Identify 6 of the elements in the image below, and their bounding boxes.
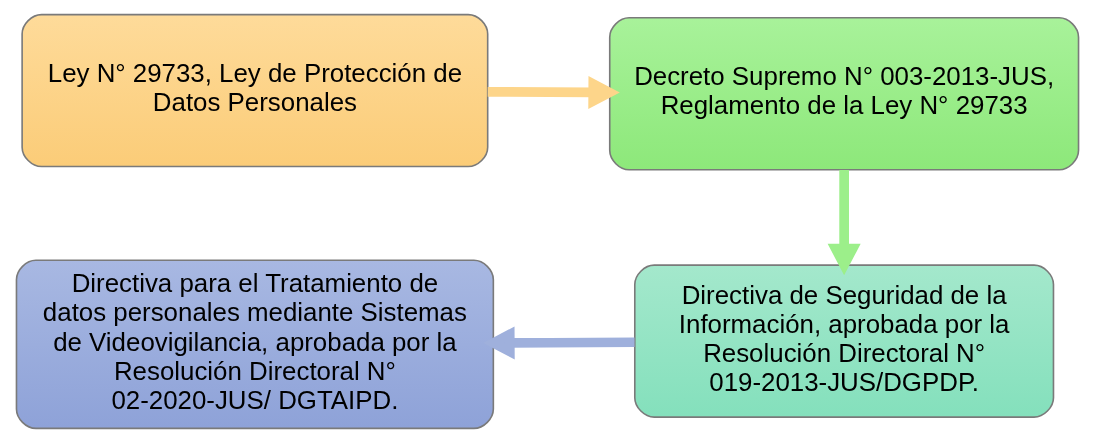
- arrow: [827, 169, 861, 276]
- node-box: Ley N° 29733, Ley de Protección de Datos Personales: [20, 13, 488, 168]
- node-box: Directiva para el Tratamiento de datos personales mediante Sistemas de Videovigilancia, aprobada por la Resolución Directoral N° 02-2020-JUS/ DGTAIPD.: [15, 259, 494, 430]
- arrow: [487, 75, 620, 109]
- node-box: Decreto Supremo N° 003-2013-JUS, Reglamento de la Ley N° 29733: [608, 17, 1079, 171]
- node-box: Directiva de Seguridad de la Información, aprobada por la Resolución Directoral N° 019-2013-JUS/DGPDP.: [633, 264, 1054, 418]
